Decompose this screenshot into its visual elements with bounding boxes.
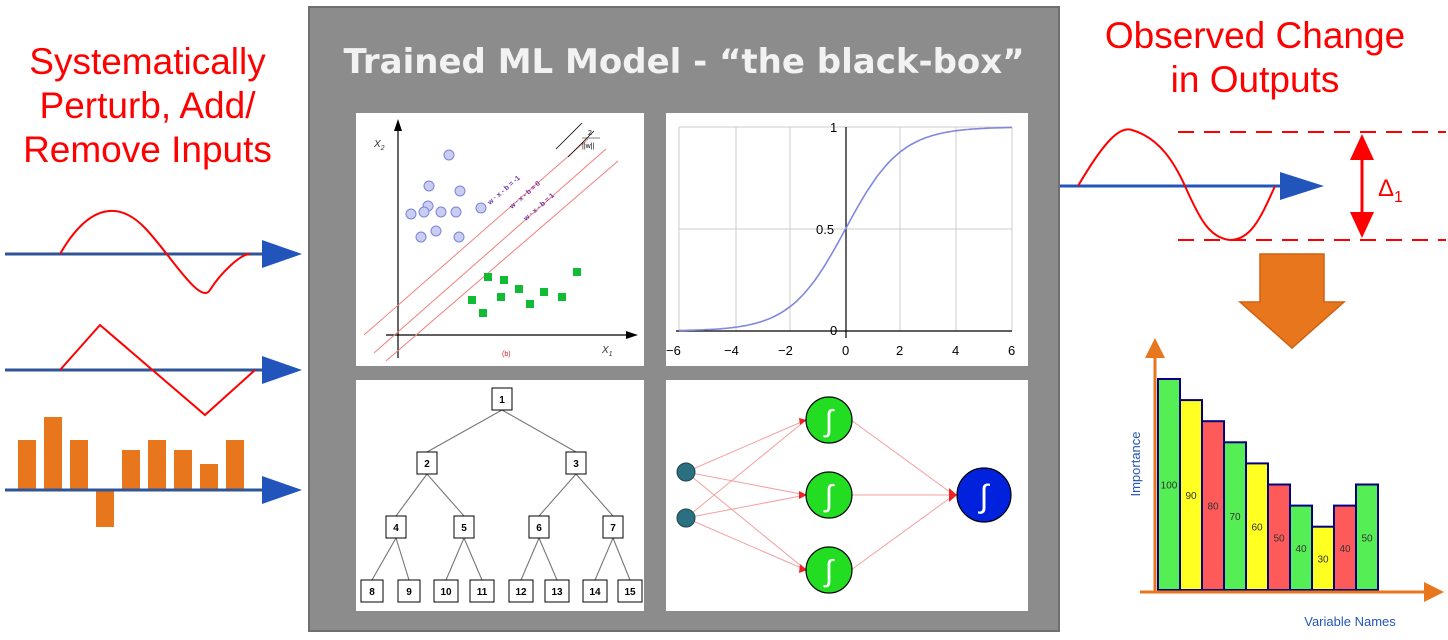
tree-node: 2 (424, 459, 430, 470)
tree-node: 3 (573, 459, 579, 470)
bar-input-signal (5, 417, 302, 527)
tree-node: 13 (551, 587, 563, 598)
importance-bar-label: 40 (1295, 544, 1307, 555)
tree-nodes: 1 2 3 4 5 6 7 8 9 10 11 12 13 14 15 (360, 387, 643, 603)
tree-node: 15 (624, 587, 636, 598)
sigmoid-y-tick: 0 (830, 323, 837, 338)
importance-bar-label: 80 (1207, 502, 1219, 513)
importance-bar-label: 50 (1273, 533, 1285, 544)
importance-bar-label: 60 (1251, 523, 1263, 534)
sigmoid-panel: −6 −4 −2 0 2 4 6 0 0.5 1 (666, 113, 1028, 366)
activation-icon: ∫ (978, 478, 991, 514)
svm-class-circles (405, 149, 487, 243)
svm-margin-line-2 (385, 160, 619, 362)
left-title-line-1: Systematically (29, 41, 266, 82)
importance-bar-label: 50 (1361, 533, 1373, 544)
sigmoid-x-tick: −6 (666, 343, 681, 358)
tree-node: 1 (499, 395, 505, 406)
tree-node: 12 (515, 587, 527, 598)
left-title-line-3: Remove Inputs (23, 129, 272, 170)
output-arrow (1280, 172, 1324, 200)
tree-node: 8 (369, 587, 375, 598)
importance-bar-label: 40 (1339, 544, 1351, 555)
left-title: Systematically Perturb, Add/ Remove Inpu… (0, 40, 295, 172)
down-arrow-icon (1238, 253, 1346, 350)
input-signals (5, 209, 302, 527)
sigmoid-x-tick: −4 (724, 343, 739, 358)
left-title-line-2: Perturb, Add/ (39, 85, 256, 126)
sigmoid-x-tick: 0 (842, 343, 849, 358)
importance-bar-label: 100 (1161, 481, 1178, 492)
svm-panel: X2 X1 (b) w · x - b = -1 w · x - b = 0 w… (356, 113, 644, 366)
tree-node: 4 (393, 523, 399, 534)
triangle-input-signal (5, 323, 302, 417)
sigmoid-x-tick: 6 (1008, 343, 1015, 358)
sigmoid-x-tick: 4 (952, 343, 959, 358)
nn-hidden-node-2: ∫ (805, 471, 853, 519)
svm-caption: (b) (502, 351, 511, 358)
sigmoid-x-tick: 2 (896, 343, 903, 358)
importance-bar-label: 30 (1317, 554, 1329, 565)
svm-x-axis-label: X1 (601, 345, 613, 358)
tree-node: 5 (461, 523, 467, 534)
model-title: Trained ML Model - “the black-box” (343, 42, 1025, 82)
importance-bar-label: 70 (1229, 512, 1241, 523)
nn-edge-arrowheads (799, 418, 957, 573)
tree-edges (371, 409, 631, 581)
output-signal: Δ1 (1060, 128, 1446, 242)
importance-chart: 100 90 80 70 60 50 40 30 40 50 Importance Variabl… (1128, 338, 1444, 629)
nn-hidden-node-1: ∫ (805, 396, 853, 444)
right-title-line-1: Observed Change (1104, 15, 1406, 56)
input-arrow-1 (262, 240, 302, 268)
importance-x-label: Variable Names (1304, 614, 1396, 629)
svm-margin-line-1 (363, 138, 589, 336)
svm-margin-den: ||w|| (582, 143, 595, 150)
sigmoid-y-tick: 0.5 (816, 222, 834, 237)
nn-hidden-node-3: ∫ (805, 546, 853, 594)
tree-node: 6 (536, 523, 542, 534)
svm-margin-num: 2 (588, 130, 592, 137)
importance-bar-label: 90 (1185, 491, 1197, 502)
sigmoid-x-tick: −2 (778, 343, 793, 358)
tree-node: 9 (406, 587, 412, 598)
sine-input-signal (5, 209, 302, 294)
delta-label: Δ1 (1378, 175, 1403, 206)
tree-node: 11 (477, 587, 488, 598)
decision-tree-panel: 1 2 3 4 5 6 7 8 9 10 11 12 13 14 15 (356, 380, 644, 611)
activation-icon: ∫ (823, 480, 835, 513)
sigmoid-curve (678, 126, 1013, 332)
sigmoid-y-tick: 1 (830, 120, 837, 135)
nn-input-node-2 (676, 508, 696, 528)
nn-edges (685, 419, 955, 571)
svm-y-axis-label: X2 (373, 139, 385, 152)
tree-node: 14 (589, 587, 601, 598)
tree-node: 7 (610, 523, 616, 534)
activation-icon: ∫ (823, 555, 835, 588)
nn-input-node-1 (676, 462, 696, 482)
importance-bar (1355, 483, 1379, 591)
importance-bars: 100 90 80 70 60 50 40 30 40 50 (1157, 378, 1379, 592)
tree-node: 10 (440, 587, 452, 598)
input-arrow-2 (262, 356, 302, 384)
output-wave (1077, 128, 1276, 242)
input-arrow-3 (262, 476, 302, 504)
svm-decision-line (373, 148, 607, 354)
right-title-line-2: in Outputs (1170, 59, 1340, 100)
importance-y-label: Importance (1128, 431, 1143, 496)
nn-output-node: ∫ (956, 467, 1012, 523)
right-title: Observed Change in Outputs (1085, 14, 1425, 102)
svm-class-squares (468, 268, 581, 317)
neural-network-panel: ∫ ∫ ∫ ∫ (666, 380, 1028, 611)
activation-icon: ∫ (823, 405, 835, 438)
